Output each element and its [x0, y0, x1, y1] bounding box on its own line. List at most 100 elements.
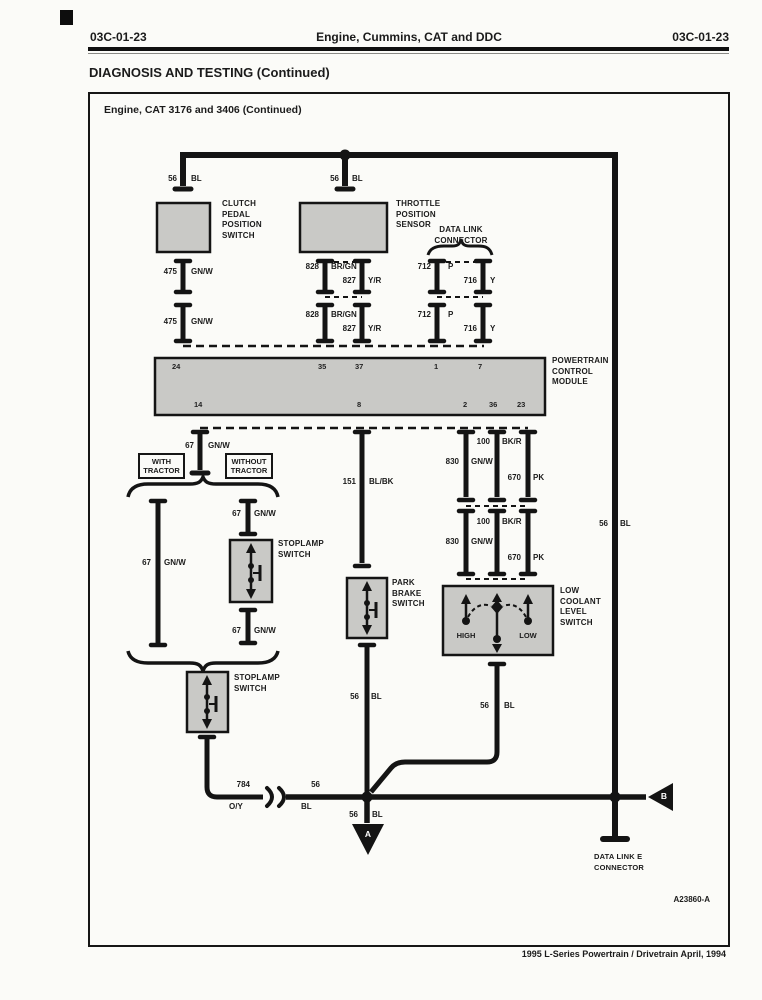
pcm-pin: 23	[517, 400, 526, 409]
wire-num: 56	[599, 519, 608, 528]
wire-code: GN/W	[191, 317, 213, 326]
wire-num: 151	[342, 477, 356, 486]
coolant-low-label: LOW	[519, 631, 537, 640]
pcm-pin: 2	[463, 400, 468, 409]
pcm-pin: 7	[478, 362, 483, 371]
wire-code: P	[448, 310, 454, 319]
stoplamp1-shape	[228, 498, 274, 646]
pcm-pin: 35	[318, 362, 327, 371]
wire-code: BR/GN	[331, 310, 357, 319]
wire-code: Y/R	[368, 276, 382, 285]
power-bus	[172, 149, 630, 842]
wire-num: 56	[168, 174, 177, 183]
park-brake-shape	[345, 429, 389, 794]
without-tractor-box: WITHOUT TRACTOR	[225, 453, 273, 479]
wire-code: PK	[533, 473, 545, 482]
pcm-pin: 8	[357, 400, 362, 409]
wire-code: BK/R	[502, 517, 522, 526]
wire-code: PK	[533, 553, 545, 562]
wire-code: GN/W	[254, 626, 276, 635]
wire-num: 67	[142, 558, 151, 567]
wire-code: Y	[490, 324, 496, 333]
header-rule	[88, 47, 729, 51]
wire-code: BL	[301, 802, 312, 811]
dlc-shape	[426, 238, 494, 344]
coolant-switch-label: LOW COOLANT LEVEL SWITCH	[560, 586, 601, 627]
wire-code: Y/R	[368, 324, 382, 333]
wire-code: BL	[504, 701, 515, 710]
pcm-pin: 14	[194, 400, 203, 409]
page-number-left: 03C-01-23	[90, 30, 147, 44]
ref-arrow-b: B	[660, 791, 668, 801]
wire-code: GN/W	[471, 457, 493, 466]
subsection-title: Engine, CAT 3176 and 3406 (Continued)	[104, 104, 302, 116]
pcm-pin: 1	[434, 362, 439, 371]
wire-num: 56	[330, 174, 339, 183]
wire-num: 56	[311, 780, 320, 789]
pcm-pin: 24	[172, 362, 181, 371]
wire-num: 830	[445, 457, 459, 466]
wire-num: 784	[236, 780, 250, 789]
coolant-wires-shape	[456, 429, 538, 580]
wire-num: 100	[476, 437, 490, 446]
wire-num: 830	[445, 537, 459, 546]
wire-num: 828	[305, 262, 319, 271]
dlc-label: DATA LINK CONNECTOR	[434, 225, 488, 245]
pcm-pin: 36	[489, 400, 498, 409]
page-number-right: 03C-01-23	[672, 30, 729, 44]
stoplamp2-shape	[185, 670, 263, 800]
data-link-e-label: DATA LINK E CONNECTOR	[594, 852, 644, 872]
stoplamp2-label: STOPLAMP SWITCH	[234, 673, 280, 693]
wire-num: 56	[350, 692, 359, 701]
tps-shape	[298, 201, 389, 344]
wire-num: 716	[463, 276, 477, 285]
wire-num: 475	[163, 317, 177, 326]
wire-code: O/Y	[229, 802, 243, 811]
wire-code: Y	[490, 276, 496, 285]
wire-num: 56	[480, 701, 489, 710]
bottom-trunk-shape	[286, 783, 673, 855]
wire-num: 100	[476, 517, 490, 526]
wire-code: BL	[191, 174, 202, 183]
section-title: DIAGNOSIS AND TESTING (Continued)	[89, 65, 330, 80]
park-brake-label: PARK BRAKE SWITCH	[392, 578, 425, 608]
with-tractor-box: WITH TRACTOR	[138, 453, 185, 479]
wire-num: 828	[305, 310, 319, 319]
wire-code: BL	[352, 174, 363, 183]
wire-num: 56	[349, 810, 358, 819]
page-title: Engine, Cummins, CAT and DDC	[316, 30, 502, 44]
wire-code: BR/GN	[331, 262, 357, 271]
wire-num: 712	[417, 262, 431, 271]
wire-code: GN/W	[471, 537, 493, 546]
wire-num: 827	[342, 324, 356, 333]
wire-num: 67	[232, 626, 241, 635]
wire-num: 67	[185, 441, 194, 450]
figure-id: A23860-A	[673, 895, 710, 904]
left-67-wire	[148, 498, 168, 648]
wire-num: 716	[463, 324, 477, 333]
wire-code: BL/BK	[369, 477, 394, 486]
wire-code: BL	[371, 692, 382, 701]
wire-code: P	[448, 262, 454, 271]
wire-num: 670	[507, 473, 521, 482]
footer-note: 1995 L-Series Powertrain / Drivetrain Ap…	[521, 949, 726, 959]
header-rule-thin	[88, 53, 729, 54]
pcm-pin: 37	[355, 362, 364, 371]
wire-code: GN/W	[191, 267, 213, 276]
coolant-high-label: HIGH	[456, 631, 476, 640]
figure-frame	[88, 92, 730, 947]
wire-code: GN/W	[208, 441, 230, 450]
pcm-box	[153, 356, 547, 417]
pcm-label: POWERTRAIN CONTROL MODULE	[552, 356, 609, 386]
wire-code: BL	[620, 519, 631, 528]
scan-artifact	[60, 10, 73, 25]
stoplamp1-label: STOPLAMP SWITCH	[278, 539, 324, 559]
tps-label: THROTTLE POSITION SENSOR	[396, 199, 441, 229]
wire-code: BL	[372, 810, 383, 819]
wire-code: GN/W	[164, 558, 186, 567]
wire-num: 712	[417, 310, 431, 319]
coolant-switch-shape	[369, 584, 555, 794]
clutch-switch-shape	[155, 201, 212, 344]
